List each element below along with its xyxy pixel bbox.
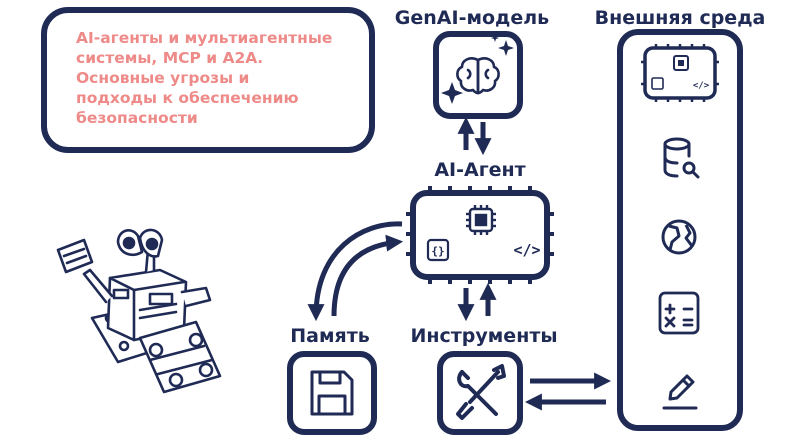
diagram-title: AI-агенты и мультиагентные системы, МСР … xyxy=(76,28,366,128)
database-search-icon xyxy=(663,137,700,179)
sparkle-icon xyxy=(491,34,499,42)
genai-model-node xyxy=(433,31,523,119)
braces-badge-text: {} xyxy=(431,245,444,258)
arrow-memory-to-agent xyxy=(331,234,404,317)
agent-label: AI-Агент xyxy=(434,159,525,181)
environment-node: </> xyxy=(617,29,743,431)
arrow-agent-to-memory xyxy=(307,221,403,322)
environment-label: Внешняя среда xyxy=(595,7,766,29)
title-frame xyxy=(41,7,375,153)
brain-sparkles-icon xyxy=(456,57,500,95)
agent-node: {} </> xyxy=(406,186,554,284)
title-line: системы, МСР и А2А. xyxy=(76,49,264,67)
wrench-screwdriver-icon xyxy=(456,364,506,420)
memory-node xyxy=(287,351,377,435)
sparkle-icon xyxy=(441,82,463,104)
code-badge-text: </> xyxy=(513,241,540,259)
title-line: Основные угрозы и xyxy=(76,69,250,87)
braces-badge xyxy=(426,238,450,262)
pencil-icon xyxy=(662,374,698,410)
floppy-disk-icon xyxy=(310,370,354,416)
title-line: подходы к обеспечению xyxy=(76,89,299,107)
mini-agent-icon: </> xyxy=(641,44,719,102)
tools-node xyxy=(437,351,523,435)
calculator-icon xyxy=(658,291,700,335)
globe-icon xyxy=(661,219,697,255)
title-line: AI-агенты и мультиагентные xyxy=(76,29,333,47)
title-line: безопасности xyxy=(76,109,198,127)
memory-label: Память xyxy=(290,325,369,347)
chip-icon xyxy=(466,205,496,235)
mini-agent-code-text: </> xyxy=(693,81,710,91)
genai-model-label: GenAI-модель xyxy=(395,7,549,29)
tools-label: Инструменты xyxy=(410,325,557,347)
robot-icon xyxy=(56,228,222,394)
sparkle-icon xyxy=(498,40,514,56)
